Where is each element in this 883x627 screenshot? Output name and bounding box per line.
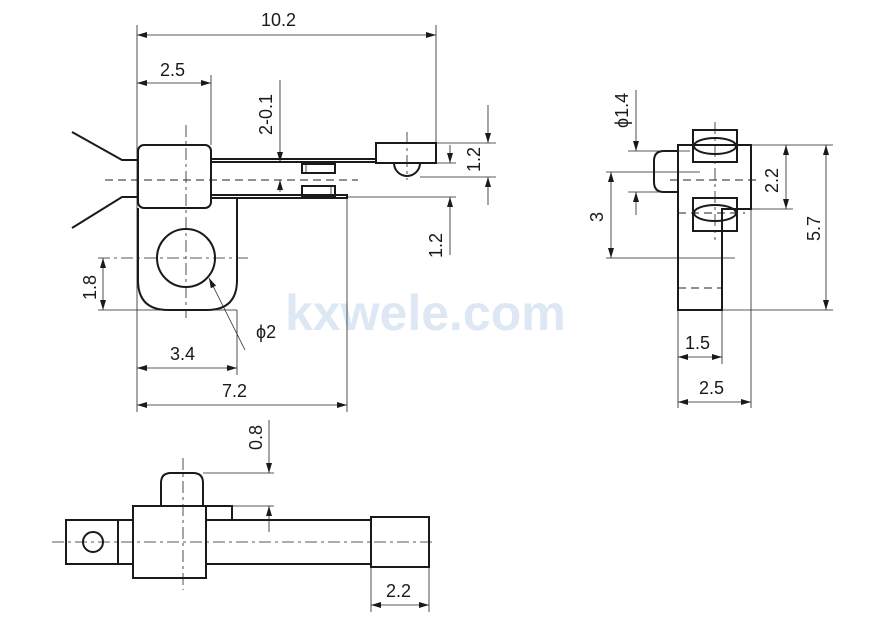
dim-pin-diameter: ϕ1.4 xyxy=(612,93,632,128)
dim-tab-height: 1.2 xyxy=(464,147,484,172)
dim-wire-offset: 1.2 xyxy=(426,233,446,258)
dim-upper-height: 2.2 xyxy=(762,168,782,193)
dim-leg-width: 1.5 xyxy=(685,333,710,353)
side-view: ϕ1.4 3 2.2 5.7 1.5 2.5 xyxy=(587,90,833,408)
dim-hole-height: 1.8 xyxy=(80,275,100,300)
dim-total-width: 2.5 xyxy=(699,378,724,398)
dim-end-length: 2.2 xyxy=(386,581,411,601)
dim-pin-offset: 3 xyxy=(587,212,607,222)
dim-total-height: 5.7 xyxy=(804,216,824,241)
front-view: 2-0.1 1.2 1.2 1.8 ϕ2 3.4 7.2 10.2 2.5 xyxy=(71,10,496,412)
dim-block-width: 2.5 xyxy=(160,60,185,80)
watermark: kxwele.com xyxy=(285,285,566,341)
bottom-view: 0.8 2.2 xyxy=(52,420,434,612)
dim-hole-diameter: ϕ2 xyxy=(256,322,276,342)
dim-slot-width: 2-0.1 xyxy=(256,94,276,135)
dim-hole-position: 3.4 xyxy=(170,344,195,364)
dim-nub-height: 0.8 xyxy=(246,425,266,450)
dim-bracket-width: 7.2 xyxy=(222,381,247,401)
dim-overall-width: 10.2 xyxy=(261,10,296,30)
